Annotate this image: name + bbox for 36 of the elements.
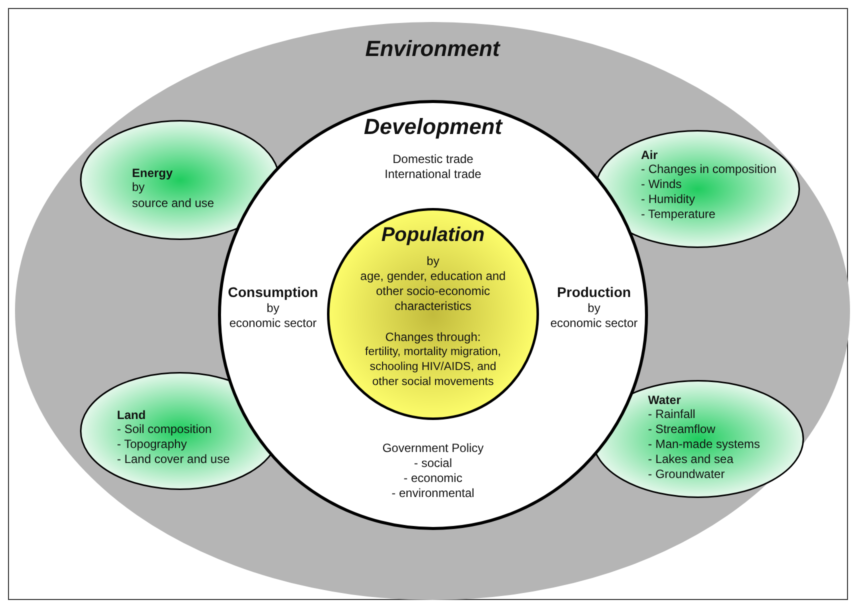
node-text: by [586,301,602,316]
node-title: Production [556,284,632,301]
node-text: - Changes in composition [641,162,778,177]
node-text: - Groundwater [648,467,726,482]
node-text: - Topography [117,437,188,452]
node-text: economic sector [228,316,318,331]
node-title: Population [380,223,486,247]
node-text: - social [412,456,453,471]
node-text: by [426,254,440,269]
node-text: economic sector [549,316,639,331]
node-text: - economic [402,471,464,486]
node-text: by [132,180,146,195]
node-text: - Land cover and use [117,452,231,467]
node-title: Land [117,408,147,423]
node-text: - Temperature [641,207,716,222]
node-text: - Lakes and sea [648,452,734,467]
node-text: age, gender, education and other socio-economic characteristics [359,269,507,314]
node-title: Environment [364,36,502,62]
node-text: Domestic trade International trade [384,152,482,182]
node-text: by [266,301,280,316]
node-text: - Humidity [641,192,696,207]
node-text: - Soil composition [117,422,213,437]
node-title: Air [641,148,659,163]
node-title: Water [648,393,682,408]
node-title: Energy [132,166,174,181]
node-text: - Man-made systems [648,437,762,452]
node-text: - Rainfall [648,407,696,422]
node-text: Changes through: [384,330,482,345]
node-title: Development [362,114,504,140]
node-text: source and use [132,196,216,211]
node-text: - environmental [390,486,476,501]
node-text: - Streamflow [648,422,716,437]
node-text: Government Policy [381,441,485,456]
node-text: - Winds [641,177,683,192]
node-text: fertility, mortality migration, schooling HIV/AIDS, and other social movements [364,345,502,390]
node-title: Consumption [226,284,320,301]
